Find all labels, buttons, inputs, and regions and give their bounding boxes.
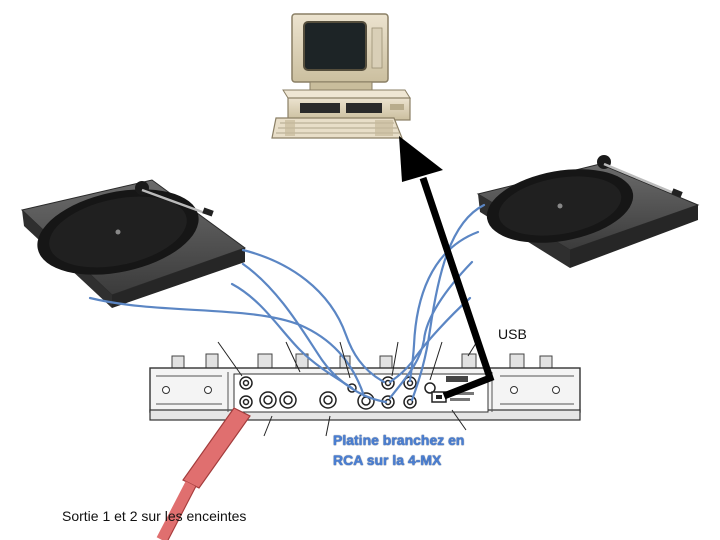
usb-arrowhead [399,136,443,182]
rca-cables [88,203,486,404]
speaker-cable [156,407,251,540]
tonearm [597,155,683,198]
output-jacks [239,376,337,409]
rca-connection-note: Platine branchez en RCA sur la 4-MX [333,432,465,468]
computer-case [282,89,411,121]
turntable-left [20,179,247,308]
leader-lines [217,339,479,437]
computer-monitor [291,13,389,91]
speaker-output-label: Sortie 1 et 2 sur les enceintes [62,508,247,524]
screw-holes [162,386,560,394]
controller-knobs [171,353,553,371]
computer-keyboard [271,117,403,139]
tonearm [135,181,214,217]
computer [271,13,411,139]
phono-jacks [347,376,436,410]
turntable-right [476,155,700,268]
hercules-logo [446,376,468,382]
dj-controller [149,353,581,421]
usb-label: USB [498,326,527,342]
usb-cable [399,136,495,400]
